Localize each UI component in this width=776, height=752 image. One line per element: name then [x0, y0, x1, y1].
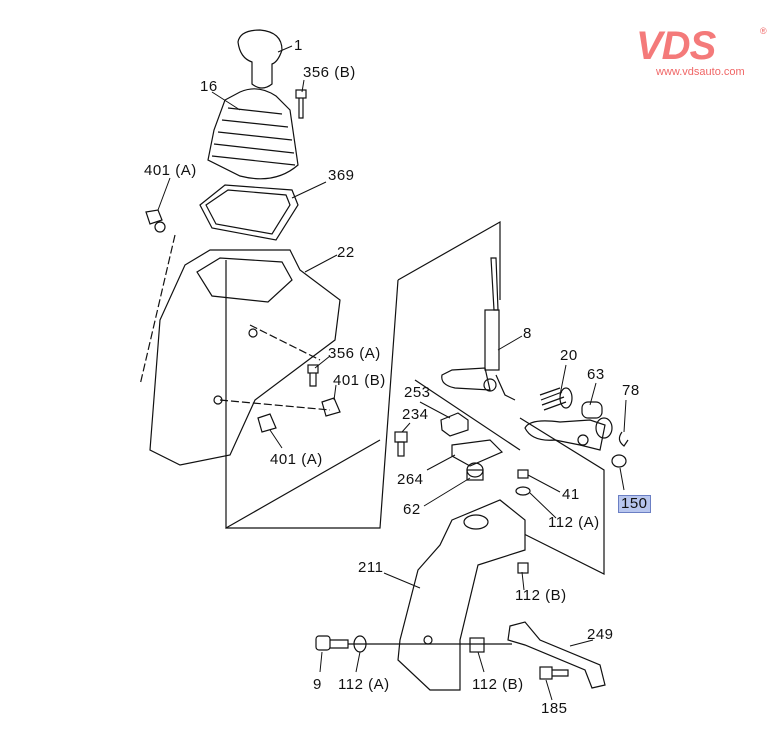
callout-16[interactable]: 16 [200, 78, 218, 95]
callout-62[interactable]: 62 [403, 501, 421, 518]
callout-264[interactable]: 264 [397, 471, 424, 488]
nut-112b-bottom [469, 637, 485, 653]
bolt-234 [394, 431, 408, 457]
plate-264 [451, 439, 504, 467]
callout-150-highlighted[interactable]: 150 [618, 495, 651, 513]
callout-249[interactable]: 249 [587, 626, 614, 643]
bolt-9 [315, 635, 349, 651]
assembly-frame-main [226, 279, 605, 575]
collar-150 [611, 454, 627, 468]
callout-1[interactable]: 1 [294, 37, 303, 54]
callout-112a-bottom[interactable]: 112 (A) [338, 676, 390, 693]
logo-url: www.vdsauto.com [656, 66, 745, 78]
callout-63[interactable]: 63 [587, 366, 605, 383]
boot-62 [466, 462, 484, 481]
return-spring [539, 387, 573, 411]
console-cover [149, 249, 341, 466]
callout-112b-mid[interactable]: 112 (B) [515, 587, 567, 604]
boot-gasket [199, 184, 299, 241]
leader-lines [157, 45, 627, 701]
bracket-249 [507, 621, 606, 689]
callout-112a-mid[interactable]: 112 (A) [548, 514, 600, 531]
callout-185[interactable]: 185 [541, 700, 568, 717]
callout-401a-bottom[interactable]: 401 (A) [270, 451, 323, 468]
callout-211[interactable]: 211 [358, 559, 384, 576]
bolt-185 [539, 666, 569, 680]
clip-401b [321, 397, 341, 417]
callout-356a[interactable]: 356 (A) [328, 345, 381, 362]
callout-78[interactable]: 78 [622, 382, 640, 399]
callout-9[interactable]: 9 [313, 676, 322, 693]
lever-bracket [397, 499, 526, 691]
callout-112b-bottom[interactable]: 112 (B) [472, 676, 524, 693]
callout-41[interactable]: 41 [562, 486, 580, 503]
nut-41 [517, 469, 529, 479]
shift-knob [237, 29, 283, 89]
callout-8[interactable]: 8 [523, 325, 532, 342]
callout-253[interactable]: 253 [404, 384, 431, 401]
callout-401b[interactable]: 401 (B) [333, 372, 386, 389]
callout-20[interactable]: 20 [560, 347, 578, 364]
callout-234[interactable]: 234 [402, 406, 429, 423]
bushing-253 [440, 412, 469, 437]
logo-registered: ® [760, 26, 767, 36]
nut-112b-mid [517, 562, 529, 574]
vds-logo: VDS ® www.vdsauto.com [636, 24, 767, 78]
bolt-356a [307, 364, 319, 387]
assembly-frame-right [414, 379, 521, 451]
clip-401a-top [145, 209, 166, 233]
washer-112a-mid [515, 486, 531, 496]
clip-401a-bottom [257, 413, 277, 433]
callout-356b-top[interactable]: 356 (B) [303, 64, 356, 81]
callout-401a-top[interactable]: 401 (A) [144, 162, 197, 179]
bolt-356b [295, 89, 307, 119]
callout-22[interactable]: 22 [337, 244, 355, 261]
leader-dashed [139, 234, 331, 411]
shift-boot [207, 88, 299, 180]
logo-brand: VDS [636, 24, 716, 68]
select-arm [524, 401, 613, 451]
callout-369[interactable]: 369 [328, 167, 355, 184]
shift-lever [441, 257, 516, 401]
snap-ring-78 [618, 431, 629, 447]
